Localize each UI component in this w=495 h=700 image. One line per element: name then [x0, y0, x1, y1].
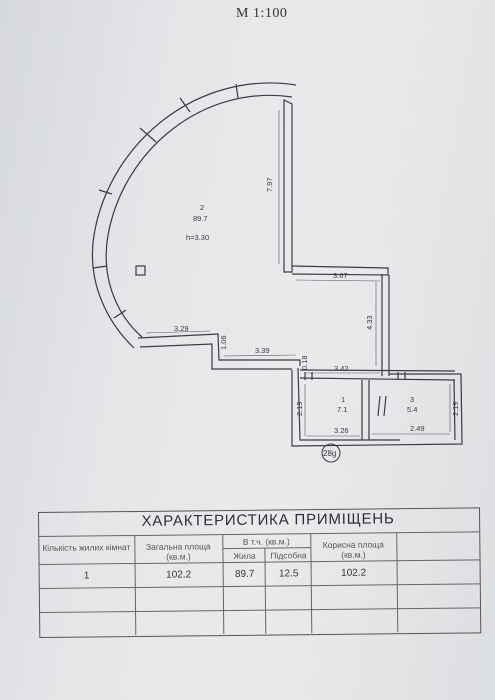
table-title: ХАРАКТЕРИСТИКА ПРИМІЩЕНЬ	[141, 510, 395, 530]
stamp-label: 28g	[323, 449, 336, 458]
column-mark	[135, 265, 146, 276]
room2-number: 2	[200, 203, 204, 212]
cell-total-area: 102.2	[166, 569, 192, 581]
curved-wall-outer	[91, 82, 297, 349]
room3-number: 3	[410, 395, 414, 404]
dim-3-42: 3.42	[334, 364, 349, 373]
scale-label: М 1:100	[236, 6, 288, 21]
dim-3-67: 3.67	[333, 271, 348, 280]
dim-2-19-left: 2.19	[295, 401, 304, 416]
room-height: h=3.30	[186, 233, 209, 242]
curved-wall-inner	[105, 94, 293, 338]
characteristics-table: ХАРАКТЕРИСТИКА ПРИМІЩЕНЬ Кількість жилих…	[38, 507, 482, 638]
cell-useful-area: 102.2	[341, 567, 367, 579]
header-rooms-count: Кількість жилих кімнат	[42, 542, 131, 553]
dim-0-18: 0.18	[300, 355, 309, 370]
cell-living: 89.7	[234, 568, 255, 580]
room1-number: 1	[341, 395, 345, 404]
room1-walls	[291, 367, 463, 447]
header-total-area: Загальна площа (кв.м.)	[145, 541, 211, 562]
header-auxiliary: Підсобна	[270, 550, 307, 561]
dim-2-49: 2.49	[410, 424, 425, 433]
dim-3-26: 3.26	[334, 426, 349, 435]
stamp-circle	[321, 443, 341, 463]
dim-7-97: 7.97	[265, 177, 274, 192]
main-room-right-wall	[283, 99, 293, 273]
header-living: Жила	[233, 550, 256, 561]
cell-rooms-count: 1	[83, 570, 90, 582]
dim-3-29: 3.29	[174, 324, 189, 333]
dim-3-39: 3.39	[255, 346, 270, 355]
dim-1-06: 1.06	[219, 335, 228, 350]
dim-4-33: 4.33	[365, 315, 374, 330]
dim-2-19-right: 2.19	[451, 401, 460, 416]
room3-area: 5.4	[407, 405, 417, 414]
header-incl: В т.ч. (кв.м.)	[242, 536, 290, 547]
floor-plan: 2 89.7 h=3.30 7.97 3.67 4.33 3.29 1.06 3…	[91, 82, 463, 463]
room2-area: 89.7	[193, 214, 208, 223]
header-useful-area: Корисна площа (кв.м.)	[322, 539, 385, 560]
cell-auxiliary: 12.5	[278, 568, 299, 580]
room1-area: 7.1	[337, 405, 347, 414]
